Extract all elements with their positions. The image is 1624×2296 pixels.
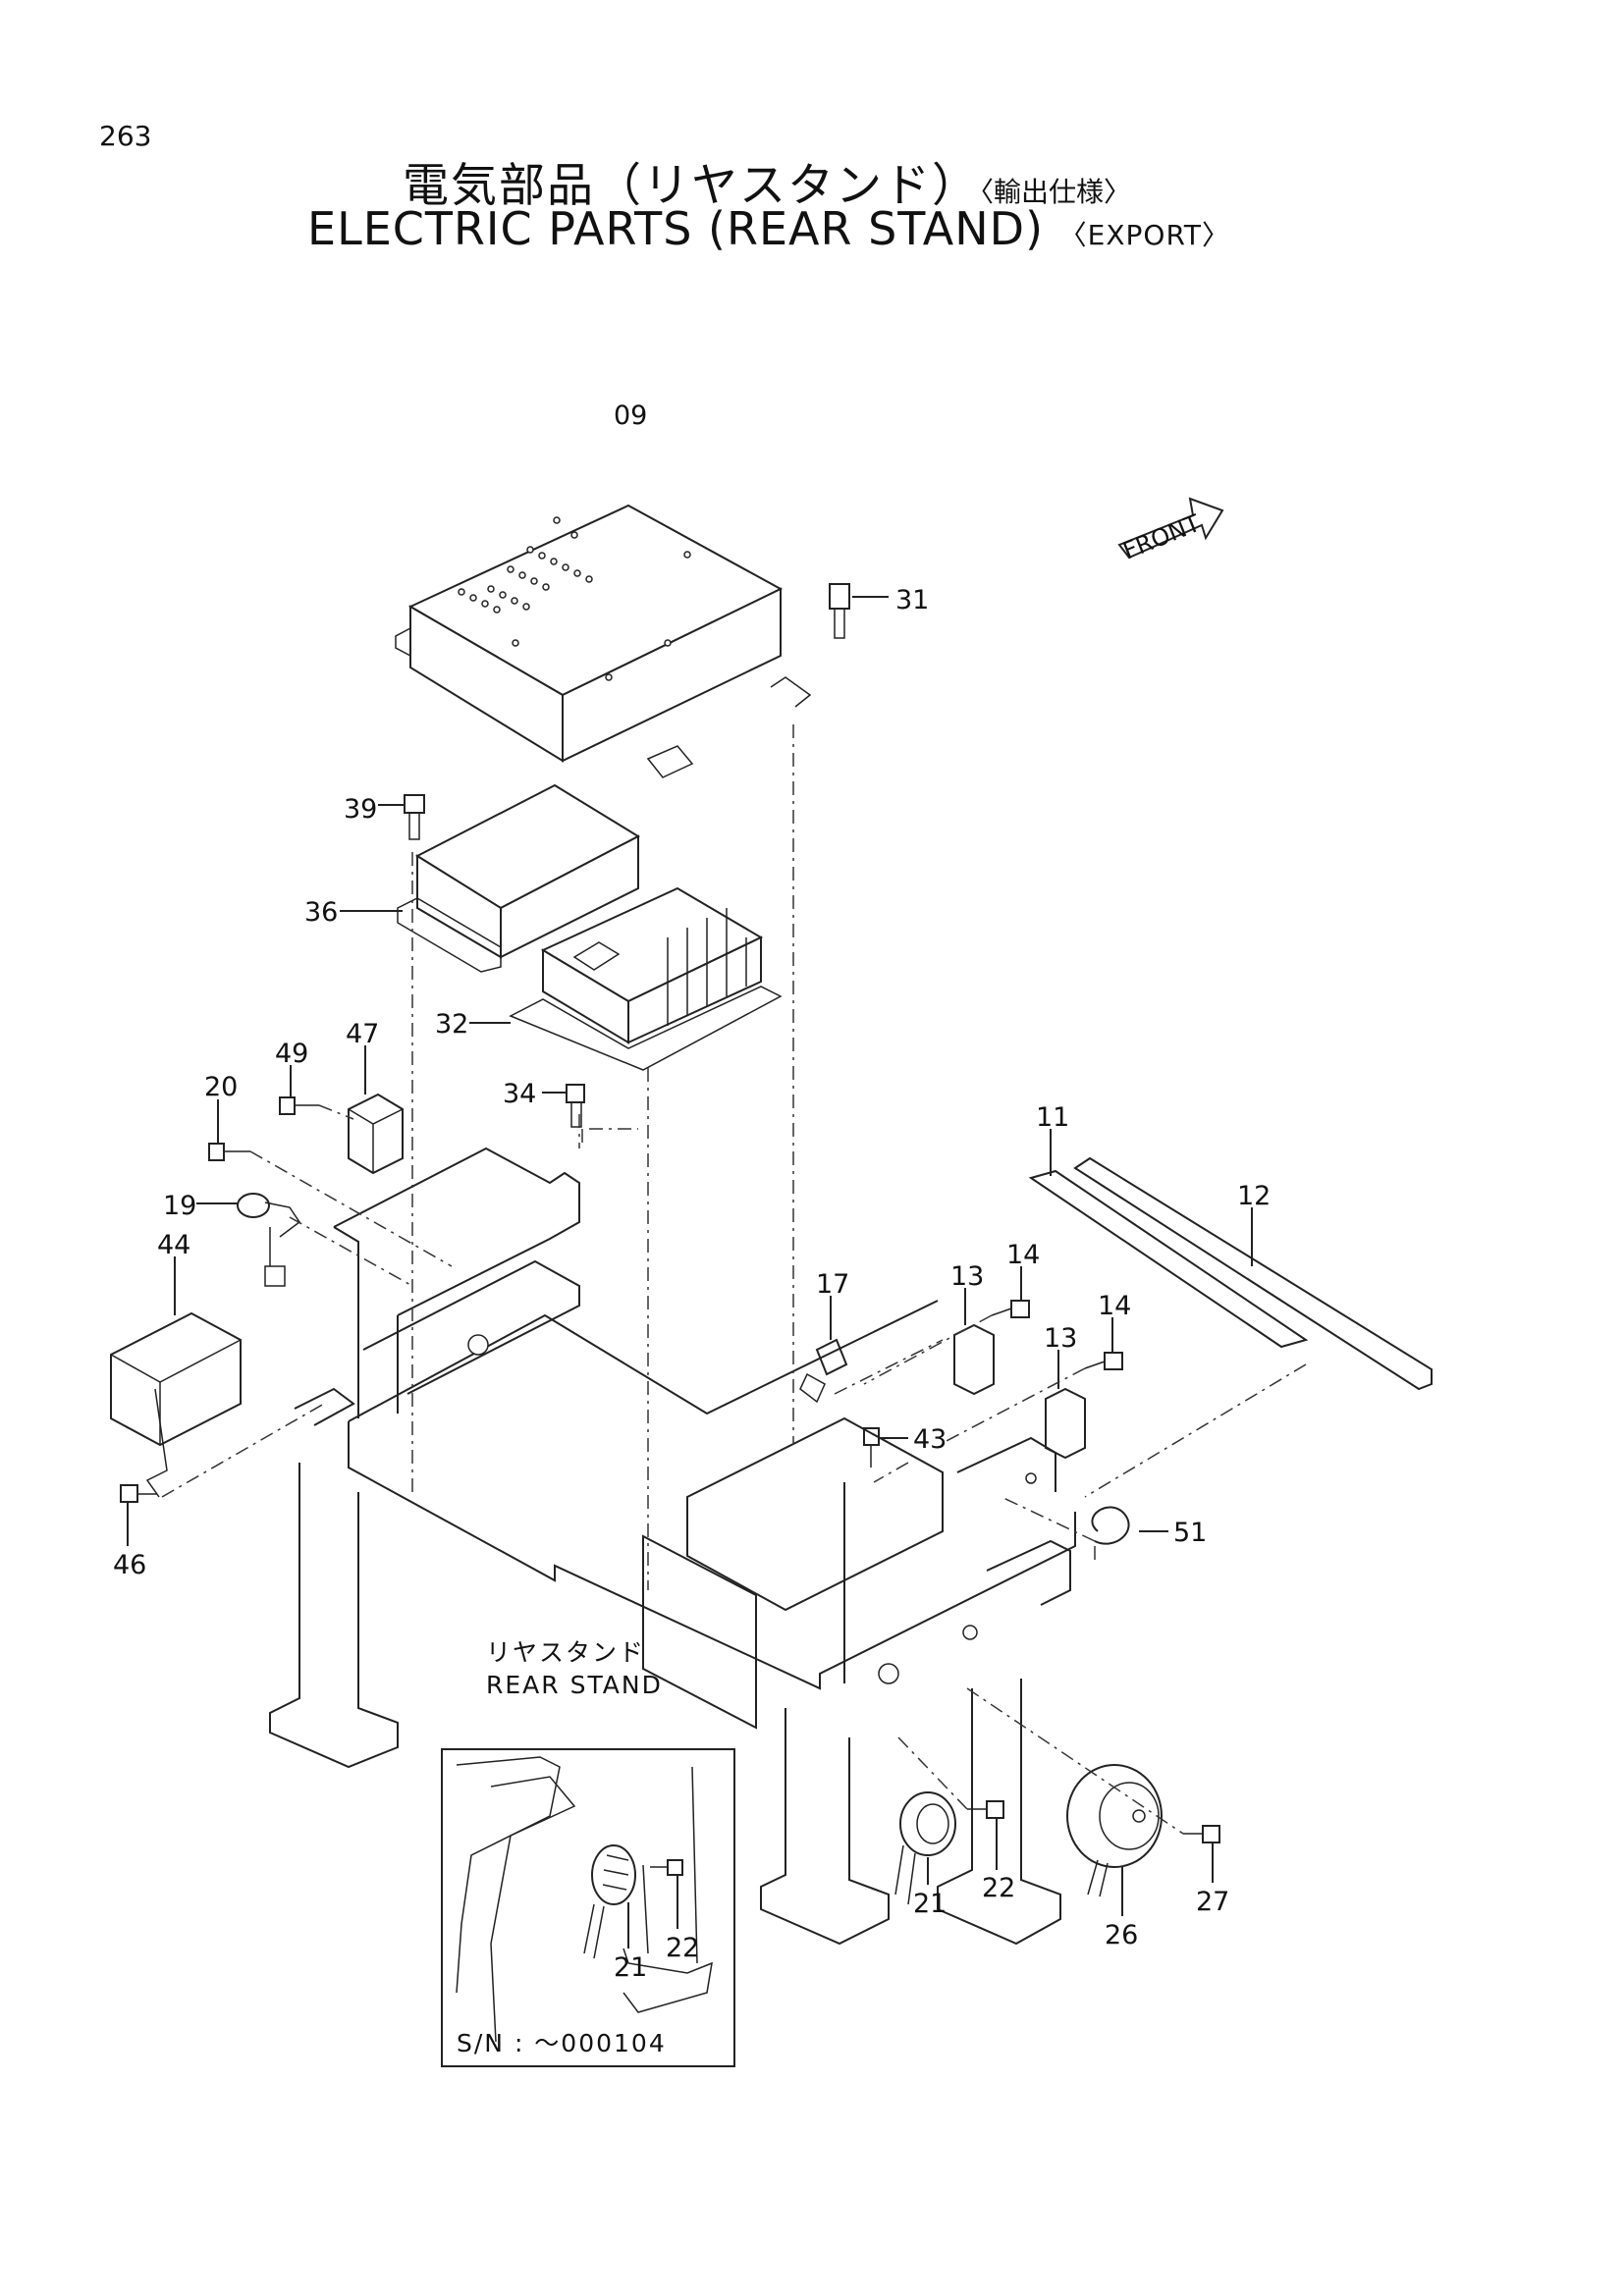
- bolt-31: [829, 583, 889, 639]
- callout-44: 44: [157, 1230, 190, 1260]
- title-english-main: ELECTRIC PARTS (REAR STAND): [307, 202, 1045, 255]
- callout-21: 21: [913, 1889, 947, 1919]
- bolt-49: [279, 1065, 319, 1115]
- callout-46: 46: [113, 1550, 146, 1580]
- front-label: FRONT: [1119, 509, 1205, 565]
- bolt-43: [863, 1427, 908, 1468]
- callout-39: 39: [344, 794, 377, 825]
- callout-22: 22: [982, 1873, 1015, 1903]
- bolt-27: [1183, 1825, 1220, 1883]
- inset-serial-label: S/N : ～000104: [457, 2029, 667, 2057]
- callout-34: 34: [503, 1079, 536, 1109]
- front-arrow-icon: FRONT: [1117, 497, 1224, 565]
- callout-17: 17: [816, 1269, 849, 1300]
- sensor-19: [196, 1193, 301, 1287]
- callout-12: 12: [1237, 1181, 1271, 1211]
- strip-11: [1028, 1129, 1309, 1349]
- callout-27: 27: [1196, 1887, 1229, 1917]
- callout-51: 51: [1173, 1518, 1207, 1548]
- strip-12: [1073, 1156, 1433, 1391]
- callout-19: 19: [163, 1191, 196, 1221]
- callout-49: 49: [275, 1039, 308, 1069]
- horn-21: [894, 1791, 956, 1905]
- callout-inset-21: 21: [614, 1952, 647, 1983]
- callout-14-b: 14: [1098, 1291, 1131, 1321]
- title-japanese: 電気部品（リヤスタンド）〈輸出仕様〉: [403, 147, 1131, 215]
- relay-13-a: [953, 1288, 995, 1396]
- callout-26: 26: [1105, 1920, 1138, 1950]
- rear-stand-label-english: REAR STAND: [486, 1671, 663, 1699]
- callout-09: 09: [614, 400, 647, 431]
- horn-26: [1066, 1764, 1163, 1916]
- relay-47: [348, 1045, 404, 1175]
- title-english: ELECTRIC PARTS (REAR STAND) 〈EXPORT〉: [307, 202, 1230, 255]
- bolt-39: [378, 794, 425, 840]
- callout-20: 20: [204, 1072, 238, 1102]
- clamp-51: [1091, 1506, 1168, 1545]
- controller-box-09: [395, 504, 812, 778]
- callout-11: 11: [1036, 1102, 1069, 1133]
- page-number: 263: [99, 120, 152, 152]
- bolt-46: [120, 1484, 157, 1546]
- alignment-lines: [161, 724, 1307, 1835]
- callout-36: 36: [304, 897, 338, 928]
- callout-13-b: 13: [1044, 1323, 1077, 1354]
- cover-44: [110, 1256, 242, 1498]
- callout-14-a: 14: [1006, 1240, 1040, 1270]
- bolt-14-a: [991, 1266, 1030, 1318]
- callout-47: 47: [346, 1019, 379, 1049]
- bolt-20: [208, 1099, 250, 1161]
- heatsink-unit-32: [469, 886, 783, 1071]
- callout-43: 43: [913, 1424, 947, 1455]
- callout-inset-22: 22: [666, 1933, 699, 1963]
- bolt-14-b: [1084, 1317, 1123, 1370]
- callout-13-a: 13: [950, 1261, 984, 1292]
- callout-31: 31: [895, 585, 929, 615]
- inset-variant-box: S/N : ～000104: [441, 1748, 735, 2067]
- title-japanese-suffix: 〈輸出仕様〉: [980, 176, 1132, 208]
- callout-32: 32: [435, 1009, 468, 1040]
- cover-36: [340, 783, 641, 973]
- bolt-22: [967, 1800, 1004, 1870]
- title-english-suffix: 〈EXPORT〉: [1058, 219, 1230, 251]
- relay-13-b: [1045, 1350, 1086, 1460]
- bolt-34: [542, 1084, 585, 1128]
- rear-stand-frame: [269, 1147, 1076, 1946]
- rear-stand-label-japanese: リヤスタンド: [486, 1638, 645, 1667]
- title-japanese-main: 電気部品（リヤスタンド）: [403, 159, 980, 213]
